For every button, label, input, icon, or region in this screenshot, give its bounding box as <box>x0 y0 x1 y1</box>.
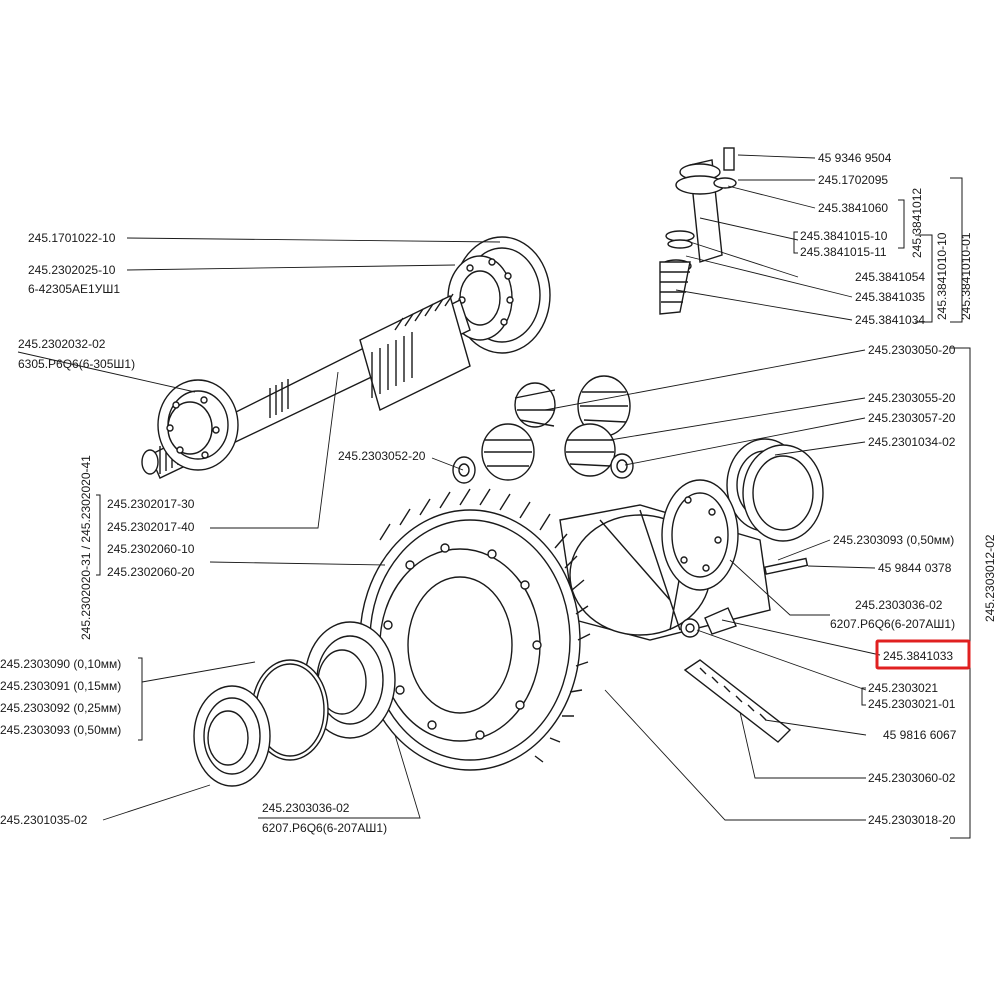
upper-bearing-drawing <box>447 236 551 354</box>
label-245-3841034: 245.3841034 <box>855 313 925 327</box>
vlabel-245-3841012: 245.3841012 <box>910 188 924 258</box>
label-245-1701022-10: 245.1701022-10 <box>28 231 116 245</box>
label-6-42305ae1ush1: 6-42305АЕ1УШ1 <box>28 282 120 296</box>
label-6207-bearing-right: 6207.Р6Q6(6-207АШ1) <box>830 617 955 631</box>
label-245-2301035-02: 245.2301035-02 <box>0 813 88 827</box>
label-245-2303021-01: 245.2303021-01 <box>868 697 956 711</box>
label-shim-0-25: 245.2303092 (0,25мм) <box>0 701 121 715</box>
label-shim-0-50: 245.2303093 (0,50мм) <box>0 723 121 737</box>
part-labels: 245.1701022-10 245.2302025-10 6-42305АЕ1… <box>0 151 957 835</box>
label-6207-bearing-left: 6207.Р6Q6(6-207АШ1) <box>262 821 387 835</box>
label-245-2302060-10: 245.2302060-10 <box>107 542 195 556</box>
label-245-2303052-20: 245.2303052-20 <box>338 449 426 463</box>
label-245-2303036-02-right: 245.2303036-02 <box>855 598 943 612</box>
label-245-3841054: 245.3841054 <box>855 270 925 284</box>
label-245-2303057-20: 245.2303057-20 <box>868 411 956 425</box>
vlabel-245-2302020: 245.2302020-31 / 245.2302020-41 <box>79 455 93 640</box>
label-245-2302025-10: 245.2302025-10 <box>28 263 116 277</box>
label-245-3841035: 245.3841035 <box>855 290 925 304</box>
label-6305-bearing: 6305.Р6Q6(6-305Ш1) <box>18 357 135 371</box>
ring-gear-drawing <box>359 488 591 771</box>
label-45-9346-9504: 45 9346 9504 <box>818 151 892 165</box>
label-245-2302017-30: 245.2302017-30 <box>107 497 195 511</box>
label-shim-0-10: 245.2303090 (0,10мм) <box>0 657 121 671</box>
vlabel-245-3841010-01: 245.3841010-01 <box>959 232 973 320</box>
highlight-box <box>875 639 971 670</box>
label-245-2302032-02: 245.2302032-02 <box>18 337 106 351</box>
small-parts-drawing <box>680 557 809 743</box>
vertical-labels: 245.2302020-31 / 245.2302020-41 245.3841… <box>79 188 997 640</box>
differential-pinions-drawing <box>452 375 634 484</box>
vlabel-245-2303012-02: 245.2303012-02 <box>983 534 997 622</box>
label-45-9844-0378: 45 9844 0378 <box>878 561 952 575</box>
label-245-3841060: 245.3841060 <box>818 201 888 215</box>
label-245-3841015-11: 245.3841015-11 <box>800 245 887 259</box>
label-245-2303036-02-left: 245.2303036-02 <box>262 801 350 815</box>
right-bearing-drawing <box>661 438 824 591</box>
bracket-lines <box>96 177 971 839</box>
part-drawings <box>141 147 824 787</box>
label-245-2301034-02: 245.2301034-02 <box>868 435 956 449</box>
label-245-2302060-20: 245.2302060-20 <box>107 565 195 579</box>
label-245-2303060-02: 245.2303060-02 <box>868 771 956 785</box>
label-245-2302017-40: 245.2302017-40 <box>107 520 195 534</box>
left-bearing-pack-drawing <box>193 621 396 787</box>
label-245-2303021: 245.2303021 <box>868 681 938 695</box>
label-245-2303093-right: 245.2303093 (0,50мм) <box>833 533 954 547</box>
vlabel-245-3841010-10: 245.3841010-10 <box>935 232 949 320</box>
label-shim-0-15: 245.2303091 (0,15мм) <box>0 679 121 693</box>
label-245-2303055-20: 245.2303055-20 <box>868 391 956 405</box>
label-245-1702095: 245.1702095 <box>818 173 888 187</box>
speedometer-drive-drawing <box>659 147 737 315</box>
label-245-2303050-20: 245.2303050-20 <box>868 343 956 357</box>
label-45-9816-6067: 45 9816 6067 <box>883 728 957 742</box>
label-245-2303018-20: 245.2303018-20 <box>868 813 956 827</box>
left-bearing-drawing <box>157 379 239 471</box>
label-245-3841015-10: 245.3841015-10 <box>800 229 888 243</box>
label-245-3841033: 245.3841033 <box>883 649 953 663</box>
leader-lines <box>17 154 881 821</box>
